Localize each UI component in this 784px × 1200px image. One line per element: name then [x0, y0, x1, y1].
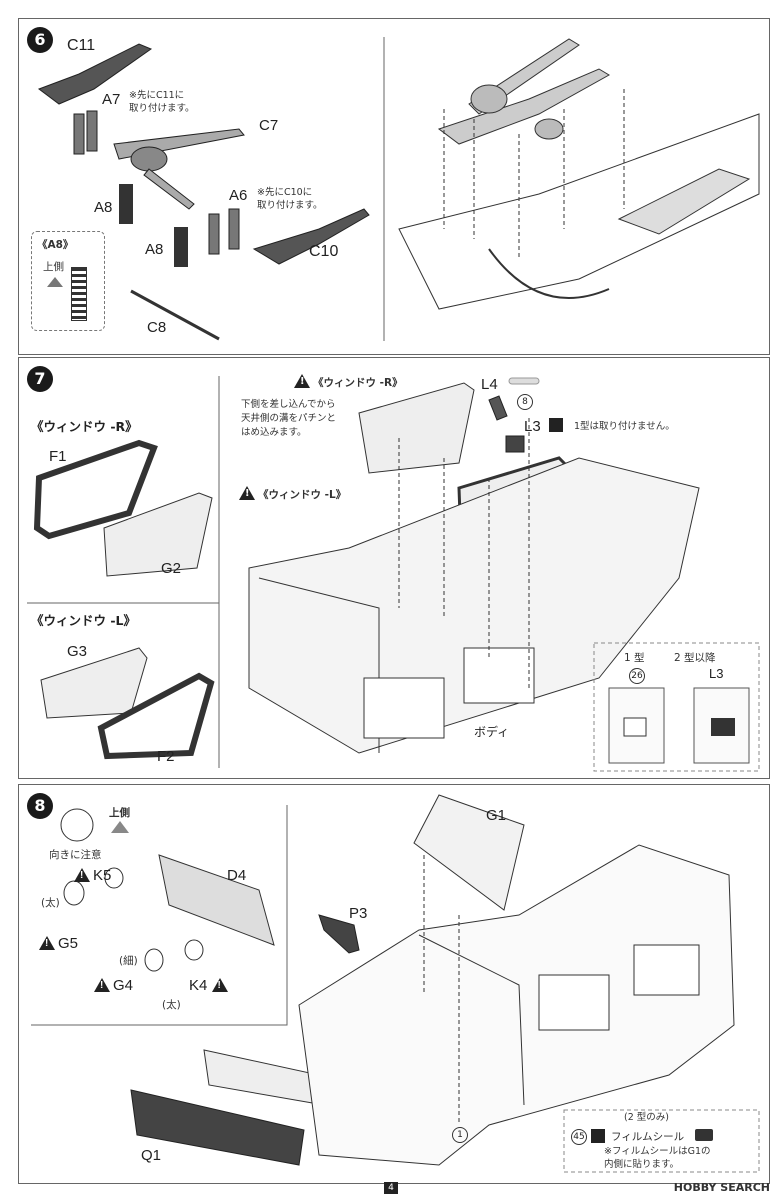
part-label-p3: P3 [349, 905, 368, 922]
part-label-g2: G2 [161, 560, 182, 577]
spring-icon [71, 267, 87, 321]
step-number: 6 [27, 27, 53, 53]
up-arrow-icon [47, 277, 63, 287]
thin-note: (細) [119, 955, 138, 967]
sticker-number-8: 8 [517, 394, 533, 410]
part-label-l4: L4 [481, 376, 498, 393]
part-label-f1: F1 [49, 448, 67, 465]
type-1-number: 26 [629, 668, 645, 684]
step-8-panel: 8 上側 向きに注意 K5 D4 (太) G5 (細) G4 K4 (太) G1… [18, 784, 770, 1184]
body-label: ボディ [474, 725, 510, 739]
film-seal-icon [695, 1129, 713, 1141]
part-label-k4: K4 [189, 977, 231, 994]
a6-note-line1: ※先にC10に [257, 187, 313, 198]
a8-inset-title: 《A8》 [37, 239, 74, 251]
type-2-label: 2 型以降 [674, 652, 716, 664]
part-label-g3: G3 [67, 643, 88, 660]
step-8-drawing [31, 794, 760, 1173]
part-label-k5: K5 [74, 867, 111, 884]
callout-r-note-line3: はめ込みます。 [241, 427, 307, 438]
part-label-q1: Q1 [141, 1147, 162, 1164]
film-seal-label: フィルムシール [611, 1131, 685, 1143]
part-label-a6: A6 [229, 187, 248, 204]
up-arrow-icon [111, 821, 129, 833]
step-number: 8 [27, 793, 53, 819]
a8-inset-up: 上側 [43, 261, 64, 273]
orientation-note: 向きに注意 [49, 849, 102, 861]
a6-note-line2: 取り付けます。 [257, 200, 323, 211]
a8-inset [31, 231, 105, 331]
thick-note-2: (太) [162, 999, 181, 1011]
part-label-a8-top: A8 [94, 199, 113, 216]
type-2-part-l3: L3 [709, 666, 724, 681]
l3-note: 1型は取り付けません。 [574, 421, 675, 432]
window-r-header: 《ウィンドウ -R》 [31, 419, 138, 434]
window-l-header: 《ウィンドウ -L》 [31, 613, 137, 628]
step-number: 7 [27, 366, 53, 392]
warning-icon [94, 978, 110, 992]
a7-note-line2: 取り付けます。 [129, 103, 195, 114]
part-label-d4: D4 [227, 867, 247, 884]
film-note-line1: ※フィルムシールはG1の [604, 1146, 711, 1157]
part-label-g5: G5 [39, 935, 78, 952]
callout-r-note-line1: 下側を差し込んでから [241, 399, 336, 410]
half-icon [549, 418, 563, 432]
callout-r-note-line2: 天井側の溝をパチンと [241, 413, 337, 424]
part-label-g4: G4 [94, 977, 133, 994]
callout-window-l: 《ウィンドウ -L》 [239, 486, 346, 502]
type-2-only-note: (2 型のみ) [624, 1112, 669, 1123]
step-7-drawing [27, 376, 760, 772]
half-icon [591, 1129, 605, 1143]
part-label-f2: F2 [157, 748, 175, 765]
up-side-label: 上側 [109, 807, 130, 819]
part-label-a8-bottom: A8 [145, 241, 164, 258]
step-6-drawing [37, 37, 760, 341]
thick-note-1: (太) [41, 897, 60, 909]
step-6-panel: 6 C11 A7 ※先にC11に 取り付けます。 C7 A8 A8 A6 ※先に… [18, 18, 770, 355]
part-label-a7: A7 [102, 91, 121, 108]
warning-icon [294, 374, 310, 388]
part-label-c10: C10 [309, 243, 339, 260]
watermark: HOBBY SEARCH [673, 1181, 770, 1194]
part-label-c11: C11 [67, 37, 96, 54]
type-1-label: 1 型 [624, 652, 645, 664]
callout-window-r: 《ウィンドウ -R》 [294, 374, 403, 390]
part-label-g1: G1 [486, 807, 507, 824]
warning-icon [239, 486, 255, 500]
page-number: 4 [384, 1182, 398, 1194]
film-note-line2: 内側に貼ります。 [604, 1159, 680, 1170]
film-number: 45 [571, 1129, 587, 1145]
part-label-c7: C7 [259, 117, 279, 134]
part-label-c8: C8 [147, 319, 167, 336]
warning-icon [211, 978, 228, 992]
warning-icon [74, 868, 90, 882]
step-7-panel: 7 《ウィンドウ -R》 《ウィンドウ -L》 F1 G2 G3 F2 《ウィン… [18, 357, 770, 779]
warning-icon [39, 936, 55, 950]
a7-note-line1: ※先にC11に [129, 90, 185, 101]
marker-1: 1 [452, 1127, 468, 1143]
part-label-l3: L3 [524, 418, 541, 435]
